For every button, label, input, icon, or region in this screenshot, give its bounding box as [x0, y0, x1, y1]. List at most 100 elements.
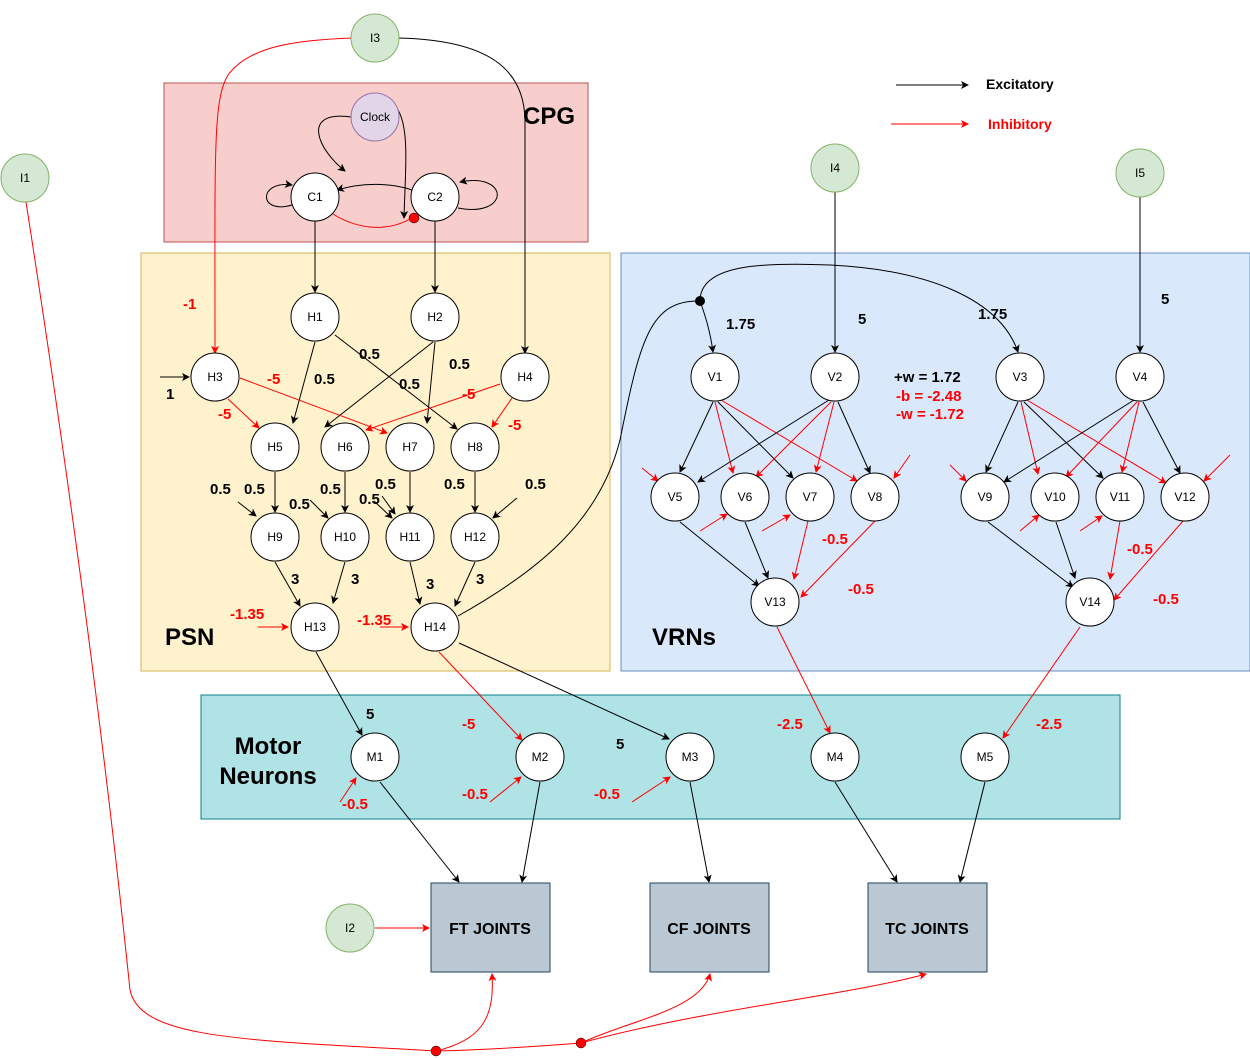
node-clock[interactable]: Clock	[350, 92, 400, 142]
inhibitory-junction-c2	[408, 212, 420, 224]
edge-h2-h7	[423, 341, 436, 424]
edge-h1-h5	[290, 341, 316, 424]
node-v8[interactable]: V8	[850, 472, 900, 522]
node-i1[interactable]: I1	[0, 153, 50, 203]
edge-c1-self	[266, 180, 293, 208]
node-i3[interactable]: I3	[350, 13, 400, 63]
node-v9[interactable]: V9	[960, 472, 1010, 522]
node-h9[interactable]: H9	[250, 512, 300, 562]
node-h10-label: H10	[334, 530, 356, 544]
node-h5[interactable]: H5	[250, 422, 300, 472]
edge-v4-v9	[1003, 399, 1135, 483]
node-i2[interactable]: I2	[325, 903, 375, 953]
joint-cf[interactable]: CF JOINTS	[649, 882, 770, 973]
weight-h11-h14: 3	[426, 576, 434, 593]
node-h10[interactable]: H10	[320, 512, 370, 562]
node-c1[interactable]: C1	[290, 172, 340, 222]
edge-i1-tc	[580, 972, 927, 1044]
edge-in-v7	[761, 514, 791, 532]
joint-tc-label: TC JOINTS	[885, 921, 969, 938]
node-h1[interactable]: H1	[290, 292, 340, 342]
edge-v12-v14	[1113, 520, 1184, 601]
node-v13[interactable]: V13	[750, 577, 800, 627]
node-h8[interactable]: H8	[450, 422, 500, 472]
node-v11[interactable]: V11	[1095, 472, 1145, 522]
edge-in-v6	[699, 513, 728, 532]
edge-h4-h6	[365, 383, 501, 432]
edge-m2-ft	[519, 781, 541, 883]
vrn-region	[620, 252, 1250, 672]
node-v1[interactable]: V1	[690, 352, 740, 402]
node-h14[interactable]: H14	[410, 602, 460, 652]
node-m1[interactable]: M1	[350, 732, 400, 782]
node-m4[interactable]: M4	[810, 732, 860, 782]
edge-v2-v6	[755, 401, 832, 478]
node-i4[interactable]: I4	[810, 143, 860, 193]
weight-minus-w: -w = -1.72	[896, 406, 964, 423]
node-h11[interactable]: H11	[385, 512, 435, 562]
node-v14[interactable]: V14	[1065, 577, 1115, 627]
node-i5[interactable]: I5	[1115, 148, 1165, 198]
edge-h4-h8	[491, 397, 513, 428]
node-v9-label: V9	[978, 490, 993, 504]
node-m3-label: M3	[682, 750, 699, 764]
weight-h3-in: 1	[166, 386, 174, 403]
edge-h11-h14	[409, 561, 423, 605]
weight-labels: 1 -1 -5 -5 -5 -5 0.5 0.5 0.5 0.5 0.5 0.5…	[166, 291, 1179, 813]
node-v12[interactable]: V12	[1160, 472, 1210, 522]
edge-in-v9	[949, 464, 967, 482]
node-m5-label: M5	[977, 750, 994, 764]
nodes: I1 I2 I3 I4 I5 Clock C1 C2 H1 H2 H3 H4	[0, 13, 1210, 953]
weight-h9-h13: 3	[291, 571, 299, 588]
node-m2[interactable]: M2	[515, 732, 565, 782]
edge-m1-ft	[379, 781, 460, 883]
node-h6[interactable]: H6	[320, 422, 370, 472]
weight-v11-v14: -0.5	[1127, 541, 1153, 558]
edge-h13-m1	[315, 651, 363, 736]
edge-h3-h7	[239, 377, 388, 435]
node-v5[interactable]: V5	[650, 472, 700, 522]
node-v3[interactable]: V3	[995, 352, 1045, 402]
joint-tc[interactable]: TC JOINTS	[867, 882, 988, 973]
edge-h2-h6	[324, 341, 434, 428]
node-h4[interactable]: H4	[500, 352, 550, 402]
motor-label-line2: Neurons	[219, 763, 316, 790]
edge-h14-m2	[438, 651, 523, 741]
node-m2-label: M2	[532, 750, 549, 764]
node-m5[interactable]: M5	[960, 732, 1010, 782]
edge-in-h11a	[373, 500, 393, 519]
node-v7[interactable]: V7	[785, 472, 835, 522]
legend-excitatory-label: Excitatory	[986, 76, 1054, 92]
weight-in-h11b: 0.5	[375, 476, 396, 493]
weight-v7-v13: -0.5	[822, 531, 848, 548]
node-h13[interactable]: H13	[290, 602, 340, 652]
edge-clock-c2	[397, 109, 409, 219]
node-c2[interactable]: C2	[410, 172, 460, 222]
weight-minus-b: -b = -2.48	[896, 388, 961, 405]
edge-i1-cf	[580, 973, 712, 1044]
node-v6[interactable]: V6	[720, 472, 770, 522]
edge-v4-v11	[1119, 401, 1140, 473]
node-h7[interactable]: H7	[385, 422, 435, 472]
node-i3-label: I3	[370, 31, 380, 45]
node-m3[interactable]: M3	[665, 732, 715, 782]
edge-c1-c2-inhib	[332, 213, 411, 228]
node-v4[interactable]: V4	[1115, 352, 1165, 402]
node-h2[interactable]: H2	[410, 292, 460, 342]
node-v10[interactable]: V10	[1030, 472, 1080, 522]
edge-c2-self	[457, 176, 498, 210]
weight-h2-h7: 0.5	[449, 356, 470, 373]
node-v2[interactable]: V2	[810, 352, 860, 402]
node-m1-label: M1	[367, 750, 384, 764]
node-h12[interactable]: H12	[450, 512, 500, 562]
weight-h13-m1: 5	[366, 706, 374, 723]
joint-cf-label: CF JOINTS	[667, 921, 751, 938]
edge-h14-vrn	[457, 300, 701, 617]
weight-plus-w: +w = 1.72	[894, 369, 961, 386]
joint-ft[interactable]: FT JOINTS	[430, 882, 551, 973]
node-h3[interactable]: H3	[190, 352, 240, 402]
edge-in-h9	[237, 501, 257, 517]
edge-v5-v13	[679, 521, 760, 587]
edge-v2-v8	[837, 401, 871, 474]
